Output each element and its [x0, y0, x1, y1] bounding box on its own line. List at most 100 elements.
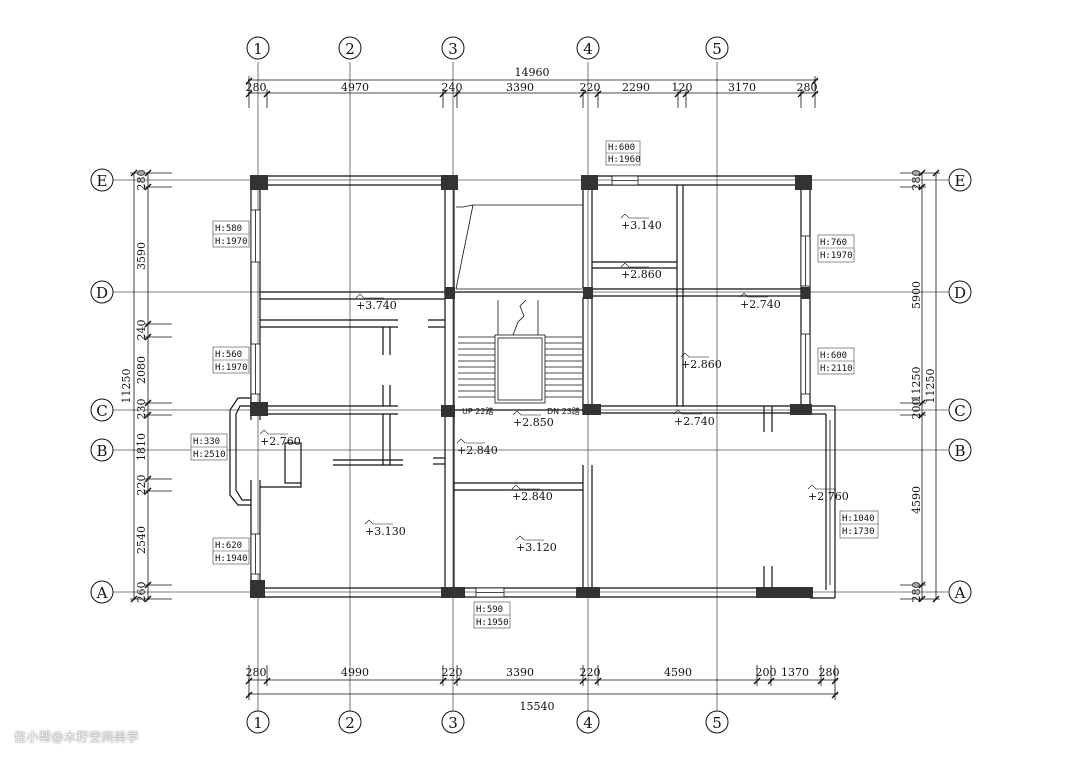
opening-height: H:560 — [215, 350, 242, 360]
opening-height: H:760 — [820, 238, 847, 248]
opening-tag: H:760 H:1970 — [817, 234, 855, 263]
top-dimension-chain — [245, 76, 819, 108]
opening-sill: H:1960 — [608, 155, 641, 165]
level-mark: +2.840 — [512, 490, 553, 503]
level-mark: +2.860 — [681, 358, 722, 371]
opening-height: H:590 — [476, 605, 503, 615]
dim-total-bottom: 15540 — [520, 700, 555, 713]
level-mark: +3.140 — [621, 219, 662, 232]
opening-sill: H:1730 — [842, 527, 875, 537]
opening-tag: H:330 H:2510 — [190, 433, 228, 461]
dim-value: 220 — [442, 666, 463, 679]
level-markers: +3.740 +3.140 +2.860 +2.740 +2.860 +2.76… — [259, 213, 849, 554]
dim-value: 280 — [246, 666, 267, 679]
axis-label: E — [97, 172, 108, 190]
axis-label: 3 — [448, 40, 458, 58]
opening-height: H:600 — [820, 351, 847, 361]
dim-value: 230 — [135, 399, 148, 420]
dim-value: 280 — [135, 170, 148, 191]
dim-value: 4970 — [341, 81, 369, 94]
structural-columns — [250, 175, 813, 598]
axis-label: 5 — [712, 714, 722, 732]
axis-label: D — [954, 284, 966, 302]
dim-value: 5900 — [910, 281, 923, 309]
axis-bubbles-top: 1 2 3 4 5 — [246, 36, 729, 60]
axis-label: 5 — [712, 40, 722, 58]
dim-total-left: 11250 — [120, 369, 133, 404]
axis-bubbles-right: E D C B A — [948, 168, 972, 604]
dim-value: 280 — [819, 666, 840, 679]
opening-height: H:620 — [215, 541, 242, 551]
level-mark: +2.840 — [457, 444, 498, 457]
dim-value: 3390 — [506, 666, 534, 679]
watermark-text: 住小帮@木籽空间美学 — [14, 730, 140, 744]
axis-label: 1 — [253, 40, 263, 58]
dim-value: 3390 — [506, 81, 534, 94]
opening-height: H:580 — [215, 224, 242, 234]
dim-total-top: 14960 — [515, 66, 550, 79]
level-mark: +2.740 — [674, 415, 715, 428]
dim-value: 280 — [910, 582, 923, 603]
axis-label: A — [954, 584, 966, 602]
axis-label: B — [954, 442, 965, 460]
opening-tag: H:580 H:1970 — [212, 220, 250, 248]
level-mark: +3.120 — [516, 541, 557, 554]
bottom-dimension-text: 280 4990 220 3390 220 4590 200 1370 280 … — [246, 666, 840, 713]
opening-tag: H:590 H:1950 — [473, 601, 511, 629]
axis-grid-lines — [113, 62, 948, 712]
dim-value: 4990 — [341, 666, 369, 679]
axis-label: D — [96, 284, 108, 302]
axis-label: 3 — [448, 714, 458, 732]
level-mark: +3.130 — [365, 525, 406, 538]
opening-sill: H:2110 — [820, 364, 853, 374]
right-dimension-text: 280 5900 200 4590 280 11250 11250 — [910, 170, 937, 603]
dim-value: 2080 — [135, 356, 148, 384]
dim-value: 1810 — [135, 433, 148, 461]
opening-sill: H:1970 — [820, 251, 853, 261]
windows — [250, 175, 831, 598]
opening-sill: H:1940 — [215, 554, 248, 564]
dim-value: 2540 — [135, 526, 148, 554]
bottom-dimension-chain — [245, 665, 839, 700]
level-mark: +2.860 — [621, 268, 662, 281]
opening-height: H:600 — [608, 143, 635, 153]
opening-tag: H:600 H:1960 — [605, 140, 641, 166]
dim-total-right: 11250 — [924, 369, 937, 404]
dim-value: 280 — [910, 170, 923, 191]
stair-up-label: UP 22踏 — [462, 406, 493, 416]
dim-value: 220 — [135, 475, 148, 496]
opening-tag: H:620 H:1940 — [212, 537, 250, 565]
axis-label: A — [96, 584, 108, 602]
axis-label: 4 — [583, 40, 593, 58]
walls — [229, 175, 836, 599]
axis-bubbles-bottom: 1 2 3 4 5 — [246, 710, 729, 734]
stair-down-label: DN 23踏 — [547, 406, 580, 416]
stair-labels: UP 22踏 DN 23踏 — [462, 406, 580, 416]
dim-value: 1370 — [781, 666, 809, 679]
dim-value: 220 — [580, 81, 601, 94]
dim-value: 120 — [672, 81, 693, 94]
dim-value: 2290 — [622, 81, 650, 94]
left-dimension-chain — [130, 169, 172, 603]
stair-core — [455, 204, 583, 404]
dim-value: 200 — [910, 399, 923, 420]
dim-value: 3590 — [135, 242, 148, 270]
axis-label: B — [96, 442, 107, 460]
opening-tag: H:600 H:2110 — [817, 347, 855, 375]
axis-label: E — [955, 172, 966, 190]
dim-value: 4590 — [664, 666, 692, 679]
opening-tag: H:560 H:1970 — [212, 346, 250, 374]
level-mark: +2.740 — [740, 298, 781, 311]
level-mark: +2.850 — [513, 416, 554, 429]
dim-value: 200 — [756, 666, 777, 679]
level-mark: +3.740 — [356, 299, 397, 312]
dim-value: 4590 — [910, 486, 923, 514]
axis-label: 1 — [253, 714, 263, 732]
opening-sill: H:1970 — [215, 363, 248, 373]
opening-sill: H:1970 — [215, 237, 248, 247]
opening-sill: H:1950 — [476, 618, 509, 628]
axis-label: C — [954, 402, 965, 420]
dim-value: 280 — [797, 81, 818, 94]
opening-height: H:1040 — [842, 514, 875, 524]
axis-label: 4 — [583, 714, 593, 732]
